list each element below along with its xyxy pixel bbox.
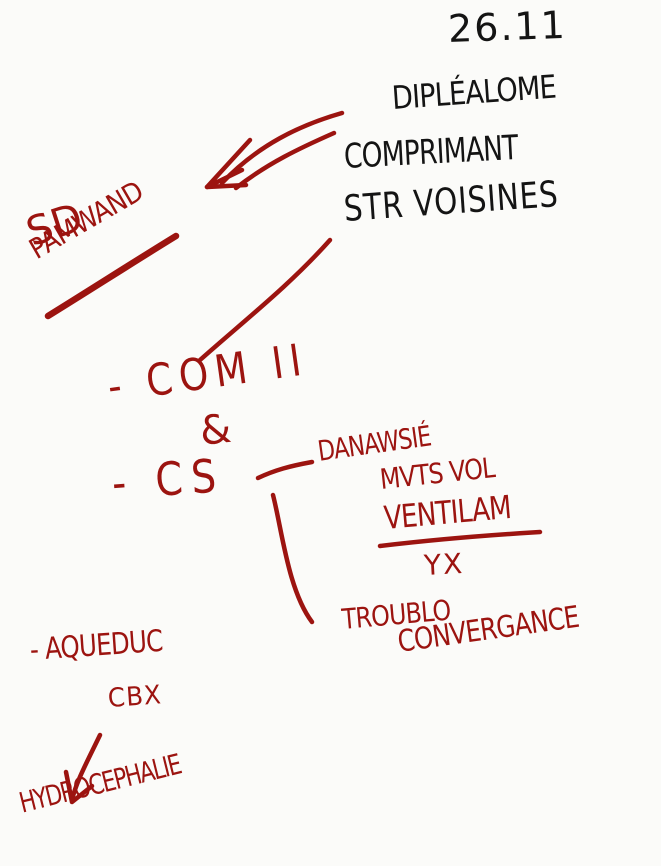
brace-line [270, 492, 315, 625]
hydro-label: HYDROCEPHALIE [15, 747, 184, 820]
arrow-to-sd-head-1 [204, 137, 253, 190]
aqueduc-label: - AQUEDUC [28, 623, 164, 668]
arrow-to-sd-shaft-1 [219, 110, 345, 186]
date-label: 26.11 [447, 2, 568, 51]
com-label: - COM II [104, 334, 312, 413]
arrow-to-sd-head-2 [204, 182, 249, 190]
cs-label: - CS [110, 448, 227, 510]
black-line-3: STR VOISINES [342, 174, 560, 230]
black-line-1: DIPLÉALOME [390, 67, 557, 117]
cs-branch-3: VENTILAM [382, 487, 513, 537]
ampersand: & [197, 405, 234, 455]
cs-branch-2: MVTS VOL [378, 451, 497, 496]
cbx-label: CBX [106, 680, 163, 714]
black-line-2: COMPRIMANT [342, 127, 519, 177]
arrow-to-sd-shaft-2 [233, 130, 337, 191]
cs-branch-4: YX [423, 546, 466, 582]
cs-to-branch-line [255, 459, 315, 481]
